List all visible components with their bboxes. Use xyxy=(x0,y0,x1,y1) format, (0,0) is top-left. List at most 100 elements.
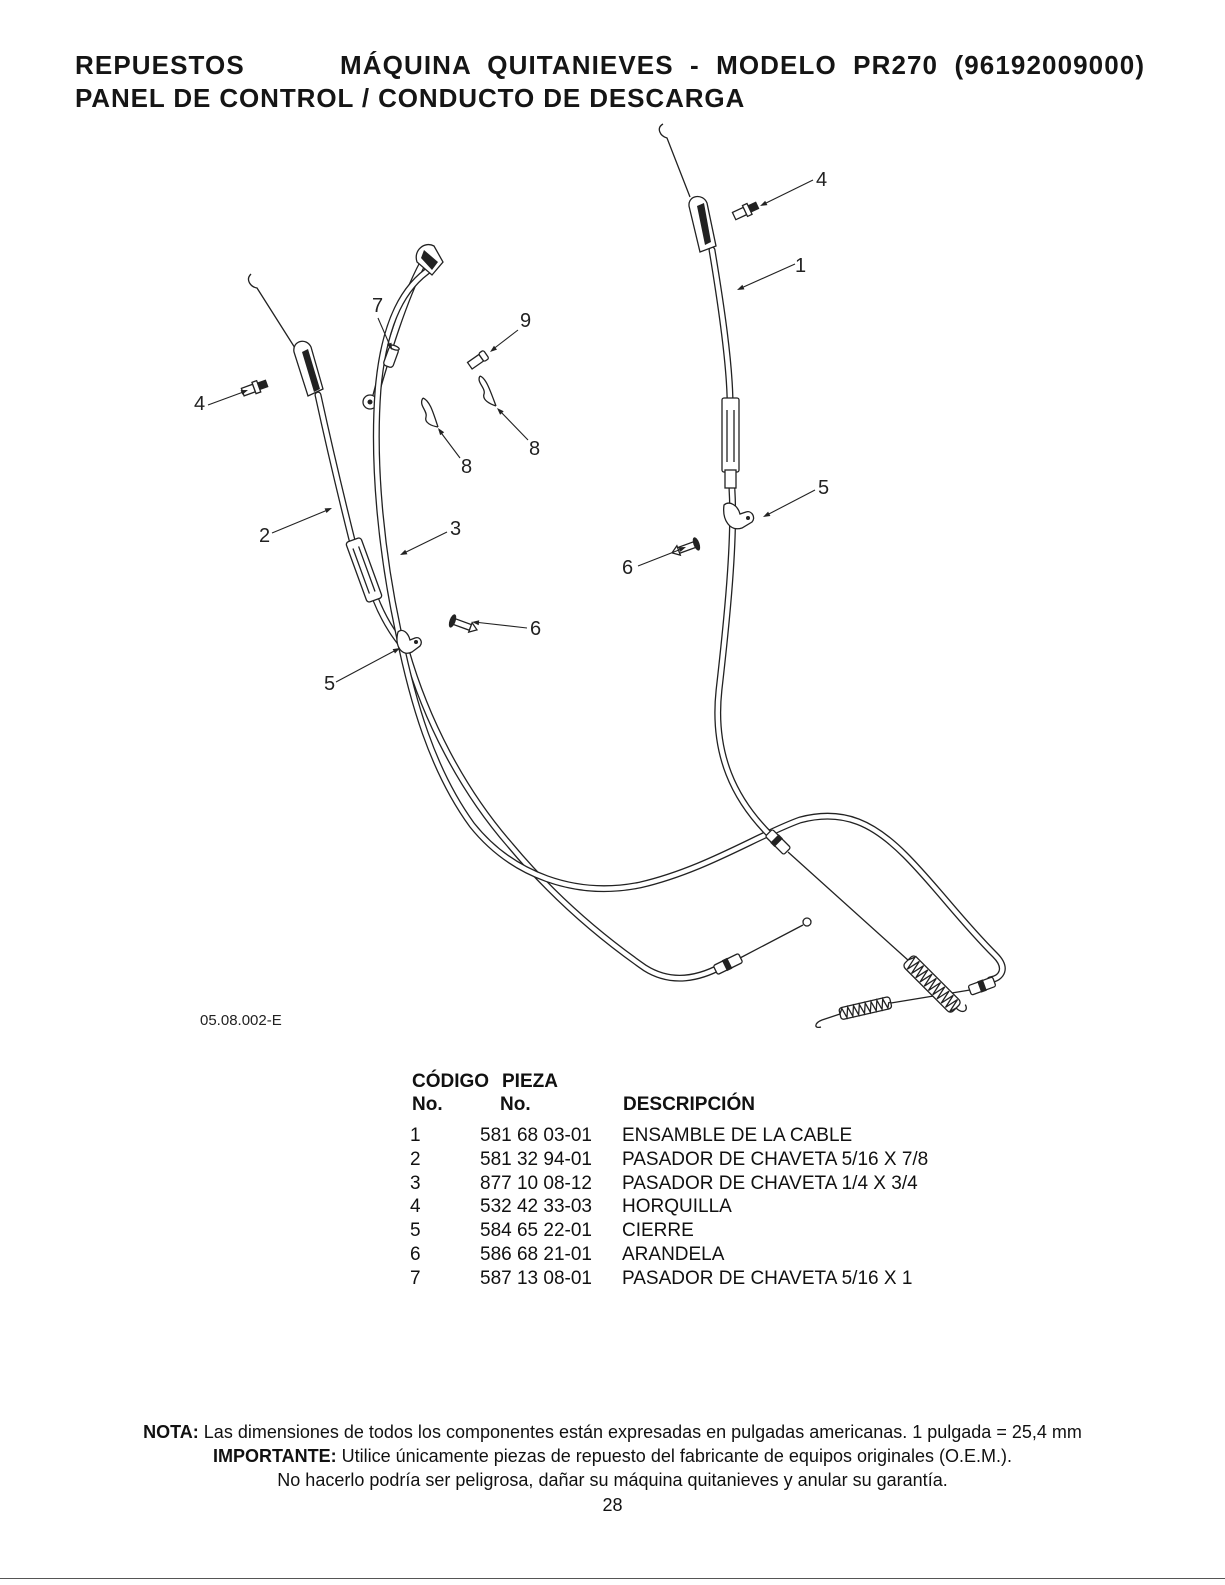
callout-5-right: 5 xyxy=(763,477,829,517)
item-number: 6 xyxy=(410,1243,421,1265)
part-number: 581 32 94-01 xyxy=(480,1148,592,1170)
parts-row: 7 587 13 08-01 PASADOR DE CHAVETA 5/16 X… xyxy=(0,1267,1225,1291)
parts-row: 1 581 68 03-01 ENSAMBLE DE LA CABLE xyxy=(0,1124,1225,1148)
callout-1: 1 xyxy=(737,255,806,290)
push-fastener-middle xyxy=(448,614,479,634)
callout-6-right: 6 xyxy=(622,547,686,579)
page-number: 28 xyxy=(602,1495,623,1515)
cable-end-connector xyxy=(713,953,743,975)
item-number: 3 xyxy=(410,1172,421,1194)
part-description: PASADOR DE CHAVETA 5/16 X 7/8 xyxy=(622,1148,929,1170)
cable-left xyxy=(247,273,812,982)
clevis-pin-left xyxy=(240,379,269,397)
part-number: 877 10 08-12 xyxy=(480,1172,592,1194)
part-number: 581 68 03-01 xyxy=(480,1125,592,1146)
cable-wire-end xyxy=(787,851,910,962)
bottom-rule xyxy=(0,1578,1225,1579)
parts-table: 1 581 68 03-01 ENSAMBLE DE LA CABLE 2 58… xyxy=(0,1124,1225,1291)
part-number: 586 68 21-01 xyxy=(480,1243,592,1265)
model-title: MÁQUINA QUITANIEVES - MODELO PR270 (9619… xyxy=(340,50,1146,80)
callout-8-right: 8 xyxy=(497,408,540,460)
header-code-no: No. xyxy=(412,1094,443,1115)
cable-bracket-shade xyxy=(302,349,320,392)
hairpin-left xyxy=(420,397,439,428)
callout-number: 6 xyxy=(622,557,633,579)
cable-clamp-right xyxy=(723,502,755,530)
item-number: 2 xyxy=(410,1148,421,1170)
callout-number: 5 xyxy=(818,477,829,499)
callout-8-left: 8 xyxy=(438,428,472,478)
note-text: Las dimensiones de todos los componentes… xyxy=(198,1422,1082,1442)
cable-end-connector xyxy=(967,976,997,996)
important-line: IMPORTANTE: Utilice únicamente piezas de… xyxy=(0,1444,1225,1468)
cotter-pin-7 xyxy=(383,344,400,368)
cable-sheath xyxy=(315,392,725,981)
cable-sheath xyxy=(374,265,1005,983)
parts-diagram: 4 1 5 6 7 9 8 8 4 2 xyxy=(194,123,1006,1029)
callout-6-middle: 6 xyxy=(472,618,541,640)
callout-2: 2 xyxy=(259,508,332,547)
header-description: DESCRIPCIÓN xyxy=(623,1094,755,1115)
cable-bracket-shade xyxy=(697,203,711,245)
item-number: 5 xyxy=(410,1220,421,1242)
part-description: PASADOR DE CHAVETA 5/16 X 1 xyxy=(622,1267,913,1289)
callout-number: 4 xyxy=(816,169,827,191)
note-line: NOTA: Las dimensiones de todos los compo… xyxy=(0,1420,1225,1444)
important-label: IMPORTANTE: xyxy=(212,1446,337,1466)
figure-id: 05.08.002-E xyxy=(200,1012,282,1029)
part-number: 584 65 22-01 xyxy=(480,1220,592,1242)
cable-right xyxy=(658,123,910,962)
warning-line: No hacerlo podría ser peligrosa, dañar s… xyxy=(277,1470,948,1490)
callout-number: 8 xyxy=(461,456,472,478)
cable-end-connector xyxy=(765,829,791,855)
callout-5-left: 5 xyxy=(324,648,400,695)
callout-3: 3 xyxy=(400,518,461,555)
parts-row: 2 581 32 94-01 PASADOR DE CHAVETA 5/16 X… xyxy=(0,1148,1225,1172)
item-number: 4 xyxy=(410,1196,421,1218)
callout-number: 7 xyxy=(372,295,383,317)
cable-sheath xyxy=(709,247,773,838)
push-fastener-right xyxy=(670,537,701,557)
callout-4-right: 4 xyxy=(760,169,827,206)
spring-large xyxy=(903,955,967,1013)
section-title: REPUESTOS xyxy=(75,50,245,80)
part-number: 532 42 33-03 xyxy=(480,1196,592,1218)
part-description: ENSAMBLE DE LA CABLE xyxy=(622,1125,853,1146)
parts-row: 4 532 42 33-03 HORQUILLA xyxy=(0,1195,1225,1219)
cable-rod-eye-hole xyxy=(367,399,373,405)
cable-ring xyxy=(802,917,812,927)
cable-wire-end xyxy=(739,924,804,959)
hairpin-right xyxy=(478,375,497,407)
spring-hook xyxy=(815,1013,841,1029)
part-description: CIERRE xyxy=(622,1220,694,1242)
note-label: NOTA: xyxy=(143,1422,199,1442)
part-description: HORQUILLA xyxy=(622,1196,732,1218)
cotter-pin-9 xyxy=(466,350,489,370)
page-subtitle: PANEL DE CONTROL / CONDUCTO DE DESCARGA xyxy=(75,83,746,113)
cable-wire xyxy=(658,123,691,198)
callout-number: 6 xyxy=(530,618,541,640)
part-description: ARANDELA xyxy=(622,1243,725,1265)
callout-number: 4 xyxy=(194,393,205,415)
cable-wire xyxy=(247,273,296,349)
callout-number: 3 xyxy=(450,518,461,540)
callout-number: 5 xyxy=(324,673,335,695)
callout-number: 2 xyxy=(259,525,270,547)
cable-bracket-shade xyxy=(421,250,438,270)
spring-small xyxy=(838,996,893,1020)
cable-middle xyxy=(362,244,1006,1004)
header-code: CÓDIGO xyxy=(412,1071,490,1092)
clevis-pin-right xyxy=(731,201,760,221)
parts-row: 6 586 68 21-01 ARANDELA xyxy=(0,1243,1225,1267)
item-number: 1 xyxy=(410,1125,421,1146)
callout-4-left: 4 xyxy=(194,390,248,415)
callout-number: 1 xyxy=(795,255,806,277)
header-part: PIEZA xyxy=(502,1071,558,1092)
callout-7: 7 xyxy=(372,295,392,350)
important-text: Utilice únicamente piezas de repuesto de… xyxy=(336,1446,1013,1466)
cable-wire-end xyxy=(890,989,971,1004)
callout-number: 8 xyxy=(529,438,540,460)
cable-rod xyxy=(377,264,426,398)
callout-number: 9 xyxy=(520,310,531,332)
cable-ferrule xyxy=(721,397,740,489)
